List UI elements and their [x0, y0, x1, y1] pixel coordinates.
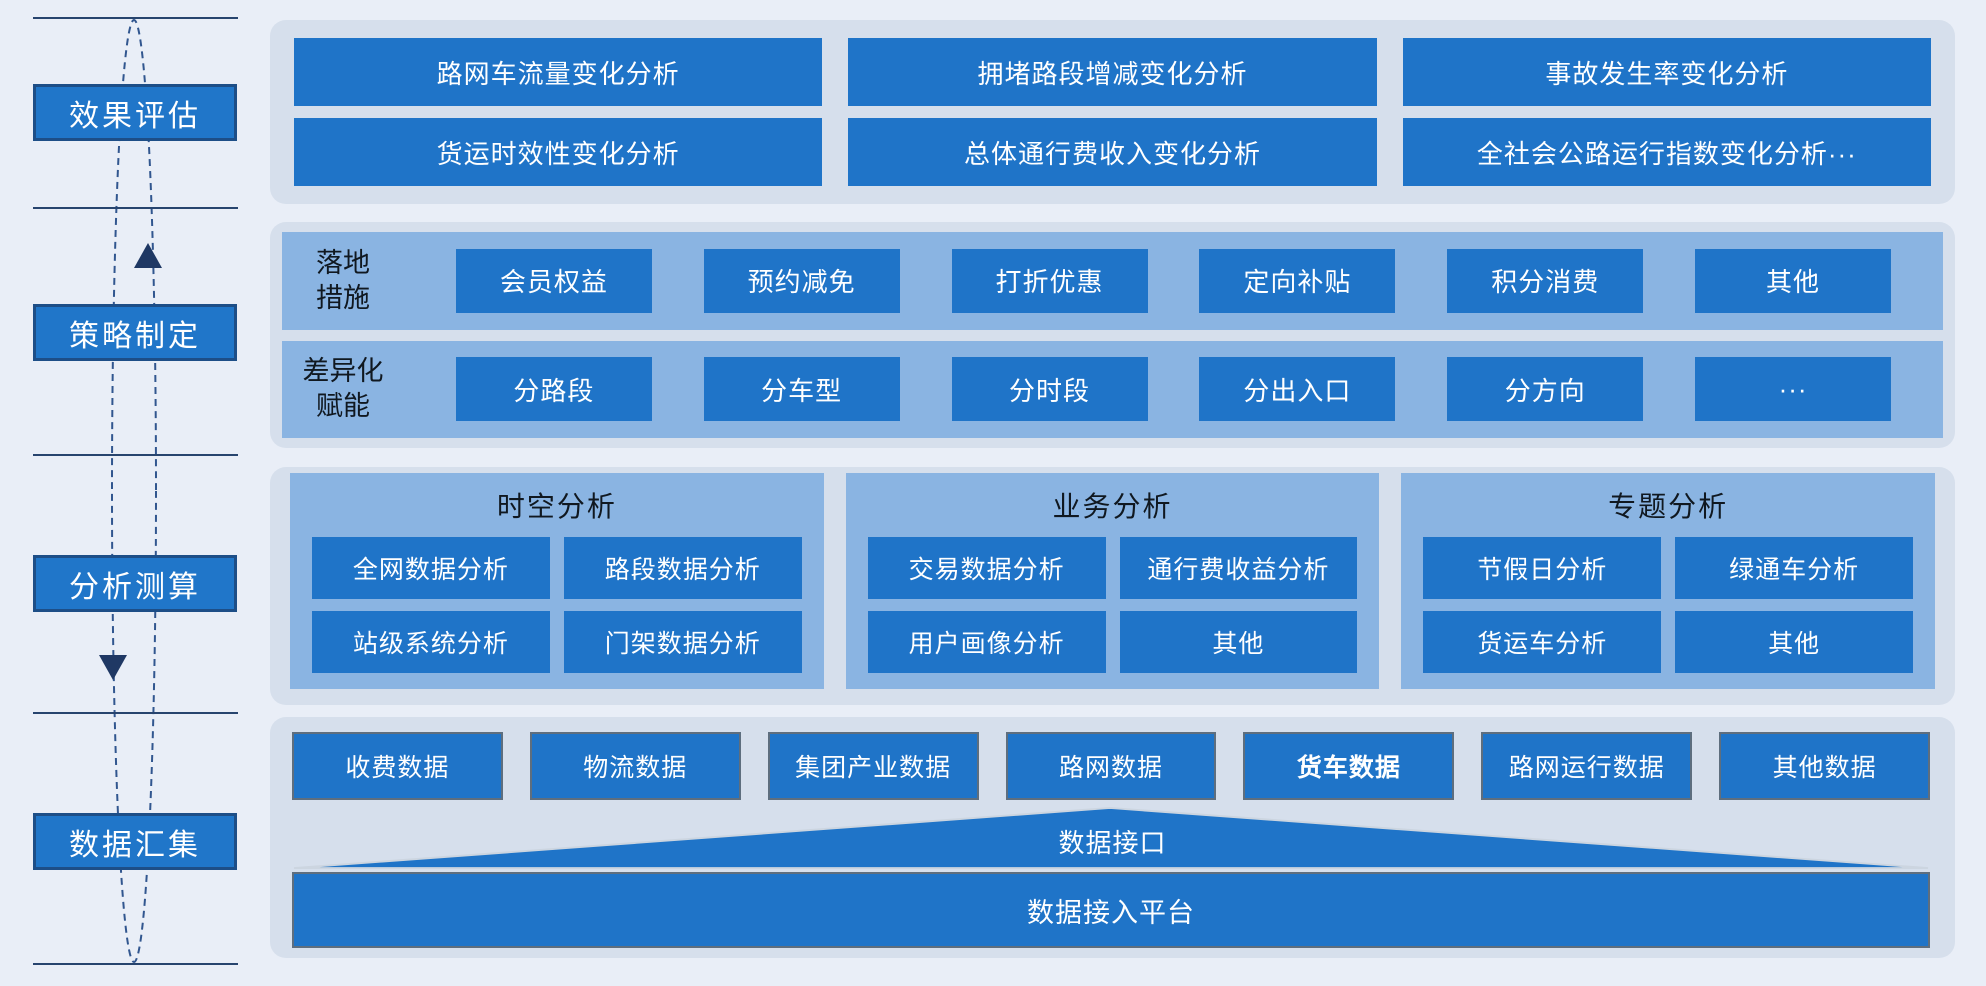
box-row: 分路段 分车型 分时段 分出入口 分方向 ··· — [404, 357, 1943, 422]
stage-strategy-formulation: 策略制定 — [33, 304, 237, 361]
panel-data-collection: 收费数据 物流数据 集团产业数据 路网数据 货车数据 路网运行数据 其他数据 数… — [270, 717, 1955, 958]
strip-landing-measures: 落地 措施 会员权益 预约减免 打折优惠 定向补贴 积分消费 其他 — [282, 232, 1943, 330]
dimension-box: 分方向 — [1447, 357, 1644, 422]
up-arrow-icon — [134, 243, 162, 268]
dimension-box: 分路段 — [455, 357, 652, 422]
data-source-box: 路网数据 — [1005, 732, 1217, 800]
strip-label: 落地 措施 — [282, 246, 404, 316]
box-row: 货运时效性变化分析 总体通行费收入变化分析 全社会公路运行指数变化分析··· — [294, 118, 1931, 186]
analysis-column-special-topics: 专题分析 节假日分析 绿通车分析 货运车分析 其他 — [1401, 473, 1936, 689]
analysis-item-box: 全网数据分析 — [312, 537, 550, 599]
data-interface-label: 数据接口 — [1058, 828, 1167, 858]
measure-box: 会员权益 — [455, 248, 652, 313]
analysis-item-box: 绿通车分析 — [1675, 537, 1914, 599]
analysis-item-box: 货运时效性变化分析 — [294, 118, 823, 186]
dimension-box: 分时段 — [951, 357, 1148, 422]
cycle-flow-graphic — [33, 17, 238, 965]
analysis-item-box: 门架数据分析 — [563, 611, 802, 673]
analysis-item-box: 全社会公路运行指数变化分析··· — [1402, 118, 1931, 186]
column-header: 业务分析 — [1052, 491, 1173, 522]
data-source-box: 路网运行数据 — [1481, 732, 1693, 800]
analysis-item-box: 其他 — [1675, 611, 1914, 673]
strip-label: 差异化 赋能 — [282, 354, 404, 424]
analysis-item-box: 用户画像分析 — [867, 611, 1106, 673]
data-source-box: 其他数据 — [1719, 732, 1931, 800]
measure-box: 打折优惠 — [951, 248, 1148, 313]
analysis-item-box: 总体通行费收入变化分析 — [848, 118, 1377, 186]
analysis-item-box: 拥堵路段增减变化分析 — [848, 38, 1377, 106]
funnel-triangle — [293, 806, 1929, 870]
analysis-item-box: 事故发生率变化分析 — [1402, 38, 1931, 106]
strip-label-line: 措施 — [316, 282, 370, 313]
measure-box: 其他 — [1695, 248, 1892, 313]
analysis-item-box: 交易数据分析 — [867, 537, 1106, 599]
dimension-box: 分出入口 — [1199, 357, 1396, 422]
analysis-item-box: 路网车流量变化分析 — [294, 38, 823, 106]
box-grid: 交易数据分析 通行费收益分析 用户画像分析 其他 — [867, 537, 1358, 673]
column-header: 专题分析 — [1608, 491, 1729, 522]
stage-effect-evaluation: 效果评估 — [33, 84, 237, 141]
panel-strategy: 落地 措施 会员权益 预约减免 打折优惠 定向补贴 积分消费 其他 差异化 赋能… — [270, 222, 1955, 448]
box-row: 收费数据 物流数据 集团产业数据 路网数据 货车数据 路网运行数据 其他数据 — [292, 732, 1931, 800]
analysis-item-box: 站级系统分析 — [312, 611, 550, 673]
box-grid: 节假日分析 绿通车分析 货运车分析 其他 — [1423, 537, 1914, 673]
data-source-box: 物流数据 — [529, 732, 741, 800]
measure-box: 积分消费 — [1447, 248, 1644, 313]
panel-analysis: 时空分析 全网数据分析 路段数据分析 站级系统分析 门架数据分析 业务分析 交易… — [270, 467, 1955, 705]
analysis-column-business: 业务分析 交易数据分析 通行费收益分析 用户画像分析 其他 — [845, 473, 1380, 689]
strip-label-line: 差异化 — [302, 356, 384, 387]
data-source-box: 收费数据 — [292, 732, 503, 800]
stage-data-collection: 数据汇集 — [33, 813, 237, 870]
measure-box: 定向补贴 — [1199, 248, 1396, 313]
cycle-ellipse — [111, 19, 157, 963]
analysis-item-box: 通行费收益分析 — [1119, 537, 1358, 599]
data-interface-funnel — [293, 806, 1929, 870]
data-source-box: 集团产业数据 — [767, 732, 979, 800]
measure-box: 预约减免 — [703, 248, 900, 313]
box-grid: 全网数据分析 路段数据分析 站级系统分析 门架数据分析 — [312, 537, 802, 673]
dimension-box: 分车型 — [703, 357, 900, 422]
analysis-item-box: 路段数据分析 — [563, 537, 802, 599]
process-rail: 效果评估 策略制定 分析测算 数据汇集 — [0, 0, 256, 986]
box-row: 会员权益 预约减免 打折优惠 定向补贴 积分消费 其他 — [404, 248, 1943, 313]
analysis-item-box: 货运车分析 — [1423, 611, 1662, 673]
column-header: 时空分析 — [496, 491, 617, 522]
data-platform-bar: 数据接入平台 — [292, 872, 1930, 948]
analysis-item-box: 其他 — [1119, 611, 1358, 673]
strip-label-line: 落地 — [316, 247, 370, 278]
data-source-box: 货车数据 — [1243, 732, 1455, 800]
analysis-item-box: 节假日分析 — [1423, 537, 1662, 599]
dimension-box: ··· — [1695, 357, 1892, 422]
strip-differentiated-empowerment: 差异化 赋能 分路段 分车型 分时段 分出入口 分方向 ··· — [282, 340, 1943, 438]
analysis-column-spatiotemporal: 时空分析 全网数据分析 路段数据分析 站级系统分析 门架数据分析 — [290, 473, 824, 689]
box-row: 路网车流量变化分析 拥堵路段增减变化分析 事故发生率变化分析 — [294, 38, 1931, 106]
stage-analysis-calculation: 分析测算 — [33, 555, 237, 612]
down-arrow-icon — [99, 655, 127, 680]
strip-label-line: 赋能 — [316, 391, 370, 422]
panel-effect-evaluation: 路网车流量变化分析 拥堵路段增减变化分析 事故发生率变化分析 货运时效性变化分析… — [270, 20, 1955, 204]
